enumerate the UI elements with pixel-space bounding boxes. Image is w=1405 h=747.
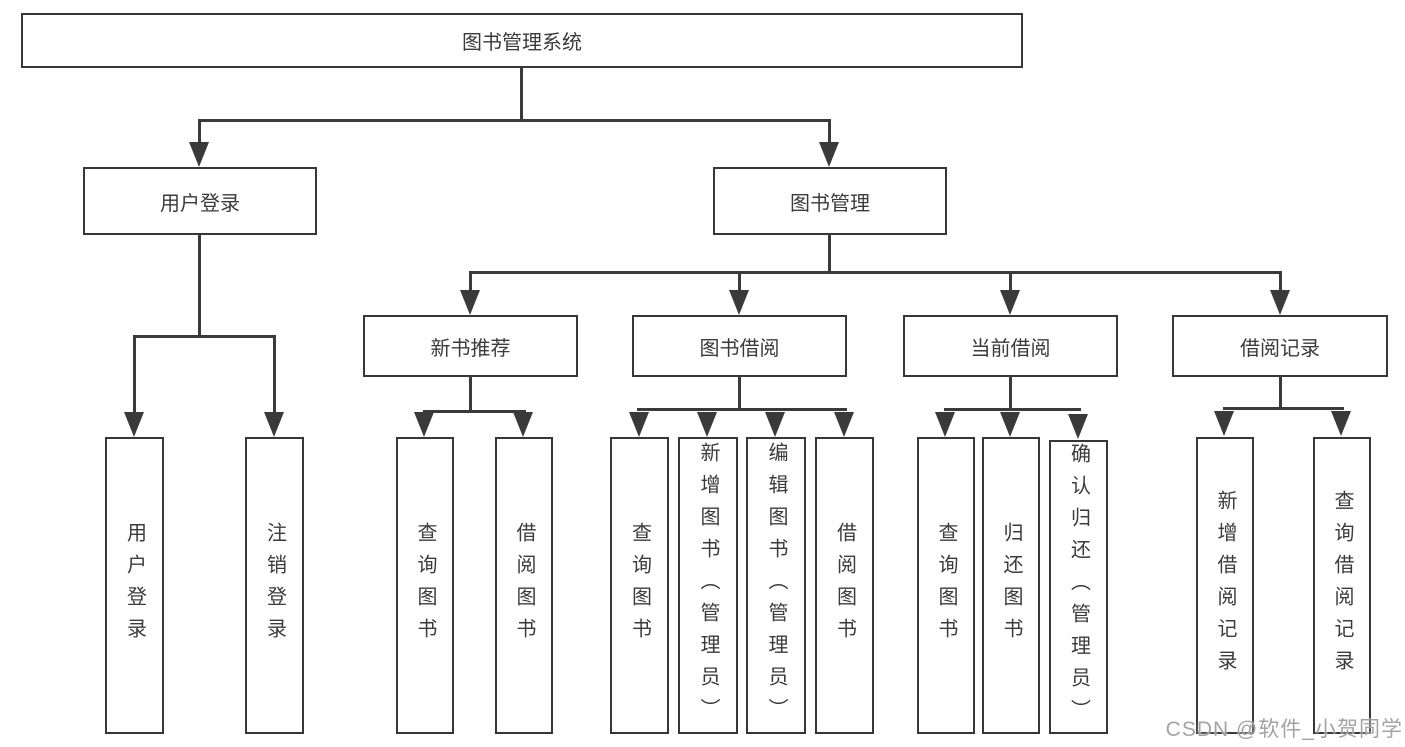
leaf-add-borrow-record: 新增借阅记录	[1196, 437, 1254, 734]
leaf-borrow-books-borrowing-label: 借阅图书	[833, 521, 856, 650]
leaf-borrow-books-borrowing: 借阅图书	[815, 437, 874, 734]
node-book-management: 图书管理	[713, 167, 947, 235]
arrow-down-icon	[935, 412, 955, 437]
arrow-down-icon	[1331, 411, 1351, 436]
leaf-query-borrow-record: 查询借阅记录	[1313, 437, 1371, 734]
node-book-management-label: 图书管理	[790, 192, 870, 215]
leaf-return-books: 归还图书	[982, 437, 1040, 734]
connector-recommend-branch	[423, 410, 526, 413]
arrow-down-icon	[729, 290, 749, 315]
arrow-down-icon	[414, 412, 434, 437]
leaf-add-book-admin: 新增图书（管理员）	[678, 437, 738, 734]
connector-borrowing-branch	[637, 408, 847, 411]
connector-book-mgmt-stem	[828, 234, 831, 274]
leaf-query-books-recommend: 查询图书	[396, 437, 454, 734]
connector-user-login-branch	[133, 335, 276, 338]
leaf-user-login: 用户登录	[105, 437, 164, 734]
node-new-book-recommend: 新书推荐	[363, 315, 578, 377]
arrow-down-icon	[1000, 290, 1020, 315]
arrow-down-icon	[189, 142, 209, 167]
node-borrowing-records-label: 借阅记录	[1240, 337, 1320, 360]
connector-current-stem	[1009, 376, 1012, 411]
arrow-down-icon	[124, 412, 144, 437]
connector-stem	[738, 271, 741, 293]
arrow-down-icon	[513, 412, 533, 437]
leaf-borrow-books-recommend: 借阅图书	[495, 437, 553, 734]
arrow-down-icon	[765, 412, 785, 437]
connector-book-mgmt-branch	[469, 271, 1282, 274]
node-borrowing-records: 借阅记录	[1172, 315, 1388, 377]
leaf-edit-book-admin: 编辑图书（管理员）	[746, 437, 806, 734]
arrow-down-icon	[264, 412, 284, 437]
node-user-login-label: 用户登录	[160, 192, 240, 215]
leaf-borrow-books-recommend-label: 借阅图书	[513, 521, 535, 650]
arrow-down-icon	[1068, 414, 1088, 439]
connector-stem	[469, 271, 472, 293]
leaf-user-login-label: 用户登录	[123, 521, 146, 650]
connector-root-stem	[520, 67, 523, 120]
node-book-borrowing-label: 图书借阅	[699, 337, 780, 360]
arrow-down-icon	[629, 412, 649, 437]
node-current-borrowing-label: 当前借阅	[970, 337, 1051, 360]
connector-recommend-stem	[469, 376, 472, 413]
arrow-down-icon	[1270, 290, 1290, 315]
leaf-query-borrow-record-label: 查询借阅记录	[1331, 489, 1353, 682]
leaf-return-books-label: 归还图书	[1000, 521, 1022, 650]
node-book-borrowing: 图书借阅	[632, 315, 847, 377]
leaf-confirm-return-admin: 确认归还（管理员）	[1049, 440, 1108, 734]
node-library-system: 图书管理系统	[21, 13, 1023, 68]
connector-stem	[198, 119, 201, 145]
leaf-query-books-recommend-label: 查询图书	[414, 521, 436, 650]
connector-stem	[273, 335, 276, 415]
connector-stem	[1279, 271, 1282, 293]
connector-user-login-stem	[198, 234, 201, 338]
connector-stem	[133, 335, 136, 415]
connector-root-branch	[198, 119, 831, 122]
node-new-book-recommend-label: 新书推荐	[430, 337, 511, 360]
arrow-down-icon	[1214, 411, 1234, 436]
leaf-query-books-current-label: 查询图书	[935, 521, 957, 650]
leaf-confirm-return-admin-label: 确认归还（管理员）	[1067, 443, 1090, 731]
connector-records-branch	[1223, 407, 1344, 410]
connector-current-branch	[944, 408, 1081, 411]
leaf-query-books-borrowing-label: 查询图书	[628, 521, 651, 650]
leaf-add-borrow-record-label: 新增借阅记录	[1214, 489, 1236, 682]
node-current-borrowing: 当前借阅	[903, 315, 1118, 377]
node-user-login: 用户登录	[83, 167, 317, 235]
leaf-add-book-admin-label: 新增图书（管理员）	[697, 441, 719, 730]
connector-stem	[1009, 271, 1012, 293]
leaf-query-books-borrowing: 查询图书	[610, 437, 669, 734]
leaf-edit-book-admin-label: 编辑图书（管理员）	[765, 441, 787, 730]
leaf-query-books-current: 查询图书	[917, 437, 975, 734]
csdn-watermark: CSDN @软件_小贺同学	[1165, 718, 1403, 741]
leaf-logout-label: 注销登录	[263, 521, 286, 650]
arrow-down-icon	[460, 290, 480, 315]
arrow-down-icon	[834, 412, 854, 437]
leaf-logout: 注销登录	[245, 437, 304, 734]
connector-stem	[828, 119, 831, 145]
connector-borrowing-stem	[738, 376, 741, 411]
connector-records-stem	[1279, 376, 1282, 410]
arrow-down-icon	[819, 142, 839, 167]
arrow-down-icon	[697, 412, 717, 437]
arrow-down-icon	[1000, 412, 1020, 437]
node-library-system-label: 图书管理系统	[462, 32, 582, 54]
